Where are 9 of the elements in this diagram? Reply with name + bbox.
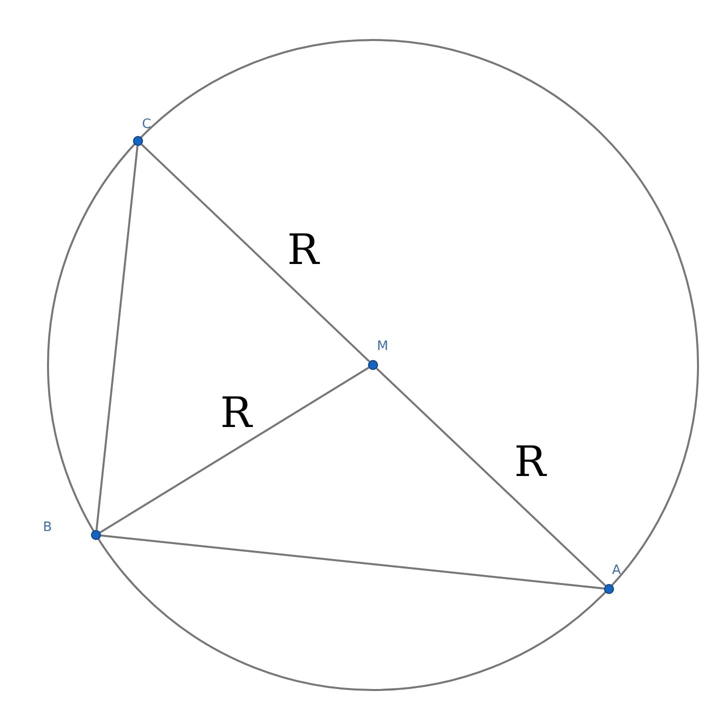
point-label: B	[43, 520, 52, 535]
line-segment	[376, 368, 606, 586]
line-segment	[140, 144, 370, 362]
line-segment	[100, 534, 604, 590]
point-label: A	[612, 563, 621, 578]
point-label: C	[142, 117, 152, 132]
point-label: M	[377, 339, 388, 354]
line-segment	[100, 366, 370, 534]
line-segment	[96, 146, 138, 530]
